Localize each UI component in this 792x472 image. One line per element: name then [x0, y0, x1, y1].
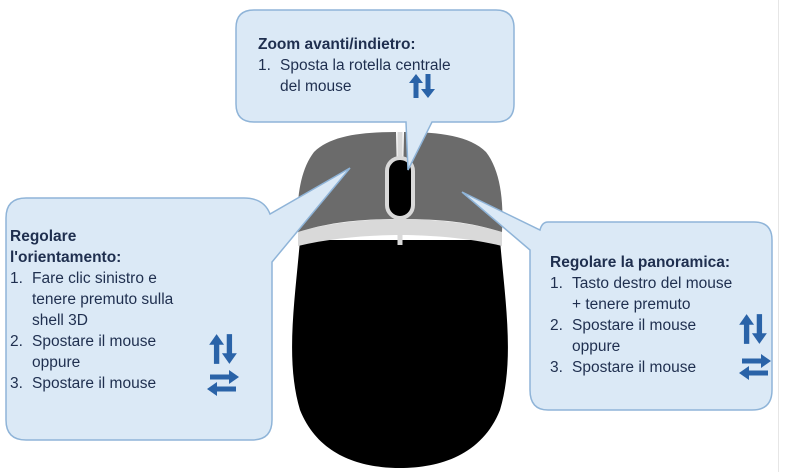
up-down-arrows-icon: [409, 74, 435, 98]
list-number: 3.: [550, 359, 563, 376]
list-text-line: oppure: [32, 354, 81, 371]
pan-callout: Regolare la panoramica: 1. Tasto destro …: [550, 252, 774, 380]
list-item: 1. Tasto destro del mouse + tenere premu…: [550, 273, 774, 315]
mouse-left-button: [297, 132, 398, 232]
list-item: 3. Spostare il mouse: [550, 354, 774, 380]
list-text-line: tenere premuto sulla: [32, 291, 174, 308]
list-item: 2. Spostare il mouse oppure: [550, 314, 774, 357]
left-right-arrows-icon: [207, 370, 239, 396]
zoom-callout-title: Zoom avanti/indietro:: [258, 36, 416, 53]
list-text-line: Spostare il mouse: [572, 317, 697, 334]
list-text: del mouse: [280, 78, 352, 95]
orientation-callout-bubble: [5, 167, 351, 441]
list-item: 1. Fare clic sinistro e tenere premuto s…: [10, 268, 270, 331]
list-number: 2.: [10, 333, 23, 350]
mouse-right-button: [402, 132, 503, 232]
list-item: 2. Spostare il mouse oppure: [10, 331, 270, 373]
list-text-line: Spostare il mouse: [32, 333, 157, 350]
zoom-callout-list: 1. Sposta la rotella centrale del mouse: [258, 55, 514, 98]
list-text-line: Tasto destro del mouse: [572, 275, 733, 292]
orientation-callout-title-line1: Regolare: [10, 228, 77, 245]
list-text-line: oppure: [572, 338, 621, 355]
list-text-line: Spostare il mouse: [32, 375, 157, 392]
left-right-arrows-icon: [739, 354, 771, 380]
zoom-callout: Zoom avanti/indietro: 1. Sposta la rotel…: [258, 34, 514, 98]
page-edge-rule: [778, 0, 779, 472]
up-down-arrows-icon: [739, 314, 767, 344]
list-number: 3.: [10, 375, 23, 392]
pan-callout-bubble: [461, 191, 773, 411]
list-number: 1.: [10, 270, 23, 287]
list-text-line: Sposta la rotella centrale: [280, 57, 451, 74]
pan-callout-title: Regolare la panoramica:: [550, 254, 731, 271]
orientation-callout-list: 1. Fare clic sinistro e tenere premuto s…: [10, 268, 270, 396]
list-text-line: shell 3D: [32, 312, 88, 329]
list-text-line: del mouse: [280, 74, 514, 98]
list-item: 1. Sposta la rotella centrale del mouse: [258, 55, 514, 98]
zoom-callout-bubble: [235, 9, 515, 171]
up-down-arrows-icon: [209, 334, 237, 364]
list-item: 3. Spostare il mouse: [10, 370, 270, 396]
list-text-line: + tenere premuto: [572, 296, 691, 313]
list-number: 1.: [258, 57, 271, 74]
list-text-line: Fare clic sinistro e: [32, 270, 157, 287]
orientation-callout: Regolare l'orientamento: 1. Fare clic si…: [10, 226, 270, 396]
mouse-body: [292, 240, 508, 468]
pan-callout-list: 1. Tasto destro del mouse + tenere premu…: [550, 273, 774, 380]
list-text-line: Spostare il mouse: [572, 359, 697, 376]
orientation-callout-title-line2: l'orientamento:: [10, 249, 122, 266]
mouse-scroll-wheel: [385, 156, 415, 220]
list-number: 1.: [550, 275, 563, 292]
list-number: 2.: [550, 317, 563, 334]
